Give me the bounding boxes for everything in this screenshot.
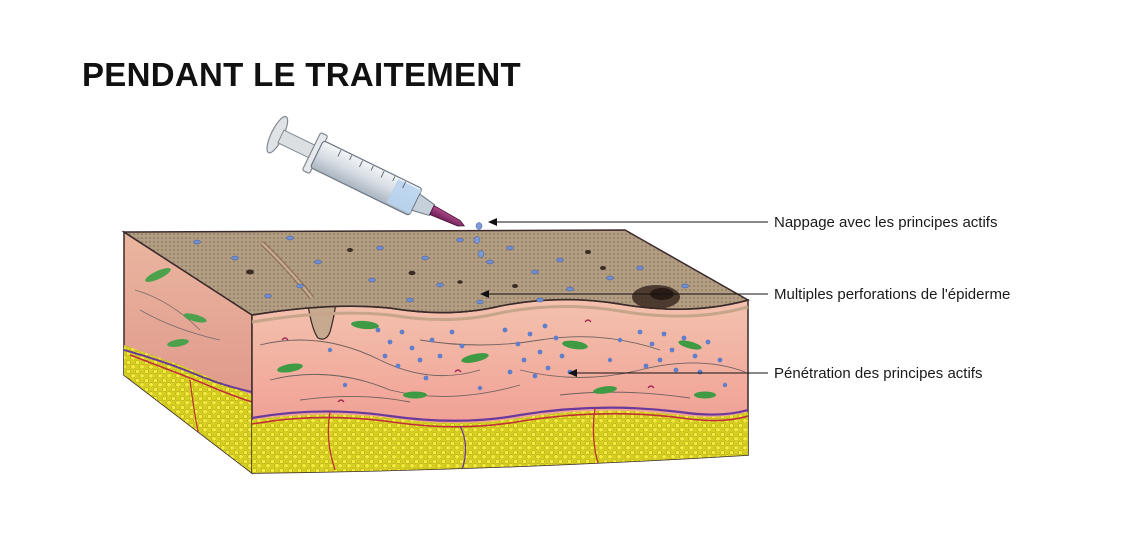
syringe-icon <box>266 115 466 227</box>
page-title: PENDANT LE TRAITEMENT <box>82 56 521 93</box>
callout-penetration: Pénétration des principes actifs <box>774 365 983 382</box>
skin-block-side-face <box>123 230 253 475</box>
skin-block-front-face <box>251 298 749 474</box>
callout-nappage: Nappage avec les principes actifs <box>774 214 998 231</box>
annotation-arrows <box>480 218 768 377</box>
falling-droplets <box>473 222 485 258</box>
callout-perforations: Multiples perforations de l'épiderme <box>774 286 1011 303</box>
